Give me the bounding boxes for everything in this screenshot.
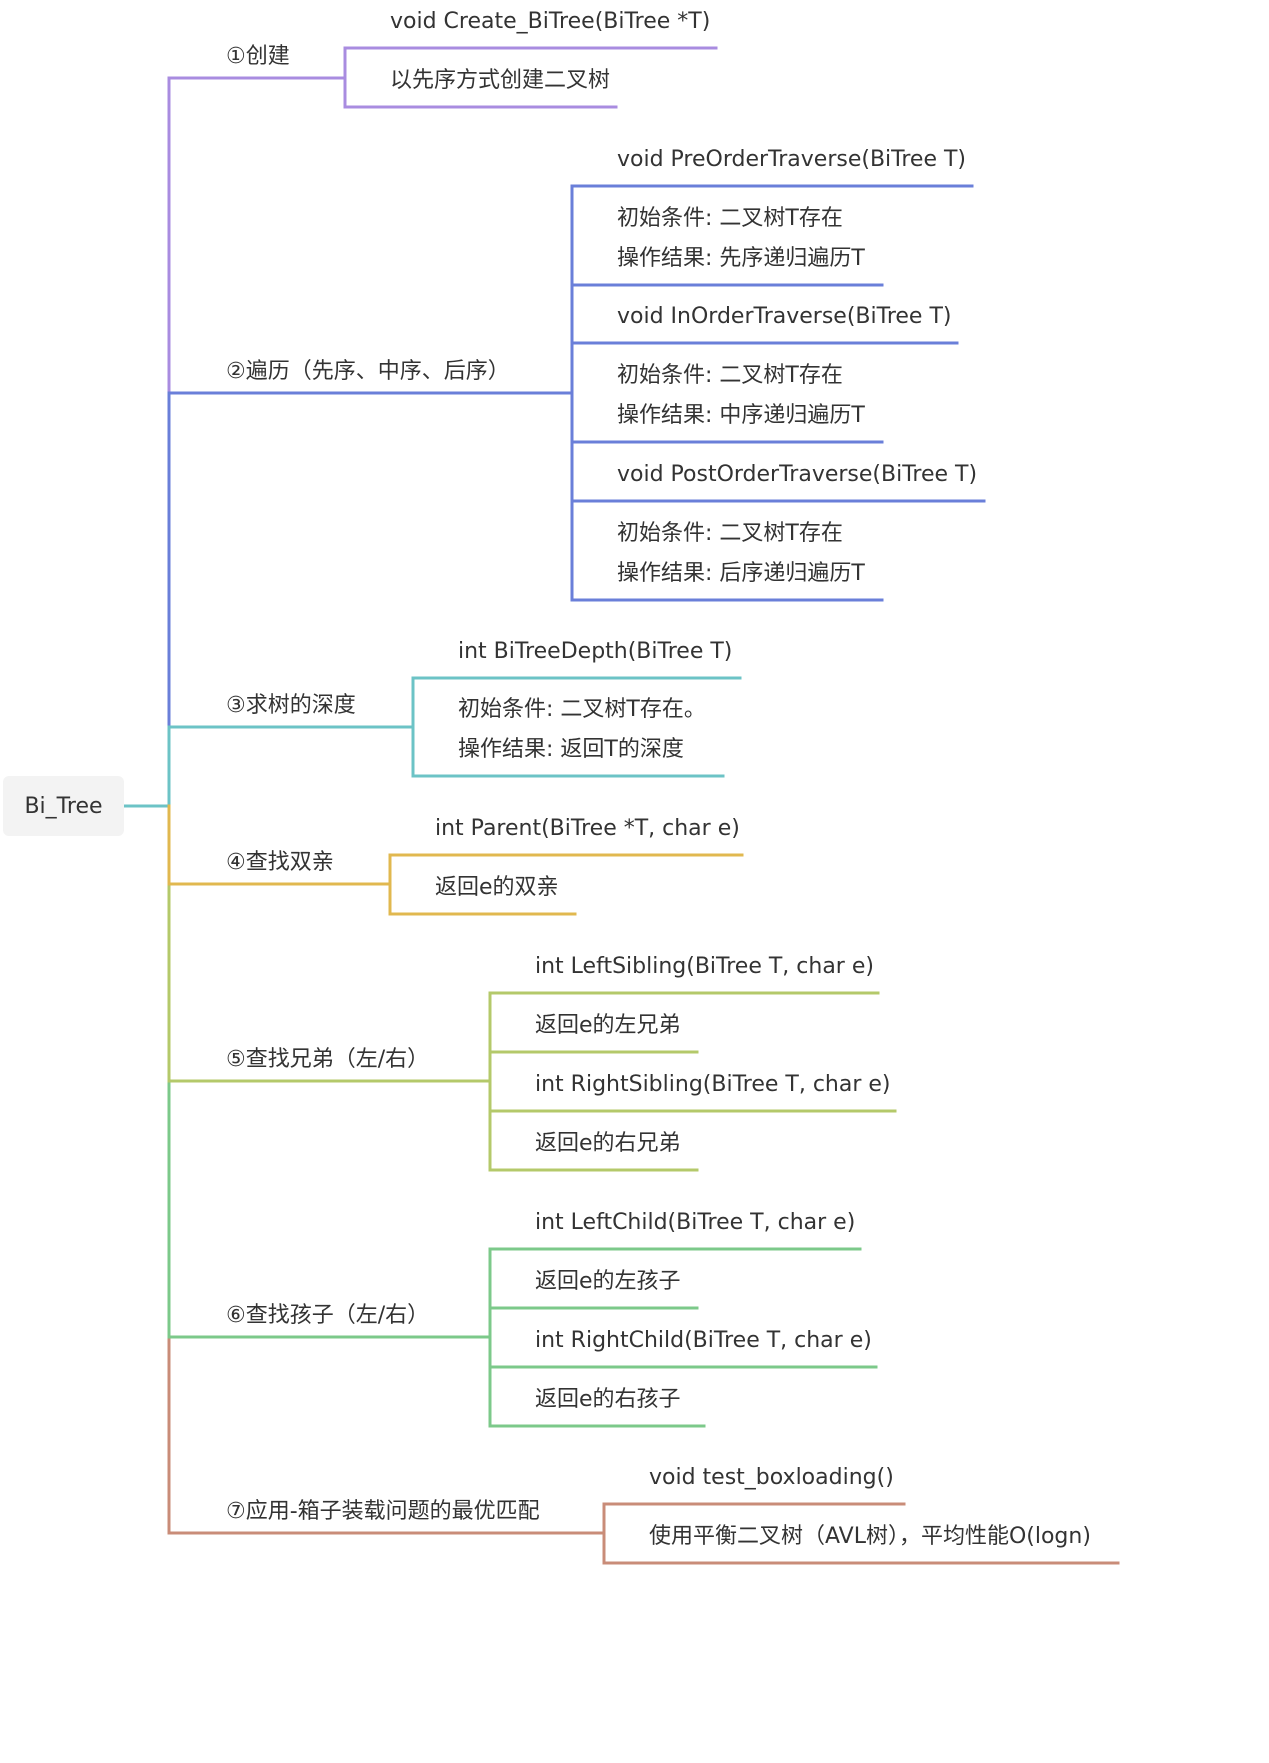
leaf-text: 初始条件: 二叉树T存在 (617, 514, 865, 554)
root-node[interactable]: Bi_Tree (3, 776, 124, 836)
leaf-text: void PostOrderTraverse(BiTree T) (617, 455, 977, 495)
leaf-node[interactable]: 初始条件: 二叉树T存在操作结果: 后序递归遍历T (617, 514, 865, 594)
leaf-node[interactable]: int LeftSibling(BiTree T, char e) (535, 947, 874, 987)
leaf-text: void Create_BiTree(BiTree *T) (390, 2, 710, 42)
leaf-node[interactable]: 初始条件: 二叉树T存在操作结果: 先序递归遍历T (617, 199, 865, 279)
leaf-node[interactable]: int LeftChild(BiTree T, char e) (535, 1203, 855, 1243)
leaf-node[interactable]: void Create_BiTree(BiTree *T) (390, 2, 710, 42)
leaf-text: void PreOrderTraverse(BiTree T) (617, 140, 966, 180)
leaf-node[interactable]: 返回e的右孩子 (535, 1380, 681, 1420)
leaf-text: int LeftChild(BiTree T, char e) (535, 1203, 855, 1243)
leaf-node[interactable]: int RightChild(BiTree T, char e) (535, 1321, 872, 1361)
branch-label[interactable]: ②遍历（先序、中序、后序） (226, 361, 510, 383)
leaf-node[interactable]: void test_boxloading() (649, 1458, 894, 1498)
leaf-text: int BiTreeDepth(BiTree T) (458, 632, 732, 672)
leaf-node[interactable]: int Parent(BiTree *T, char e) (435, 809, 740, 849)
leaf-node[interactable]: void PostOrderTraverse(BiTree T) (617, 455, 977, 495)
leaf-text: 以先序方式创建二叉树 (390, 61, 610, 101)
leaf-node[interactable]: 初始条件: 二叉树T存在。操作结果: 返回T的深度 (458, 690, 706, 770)
leaf-node[interactable]: 返回e的右兄弟 (535, 1124, 681, 1164)
branch-label[interactable]: ③求树的深度 (226, 695, 356, 717)
leaf-text: 返回e的左兄弟 (535, 1006, 681, 1046)
leaf-text: 初始条件: 二叉树T存在。 (458, 690, 706, 730)
leaf-node[interactable]: 返回e的左孩子 (535, 1262, 681, 1302)
leaf-node[interactable]: 初始条件: 二叉树T存在操作结果: 中序递归遍历T (617, 356, 865, 436)
branch-label[interactable]: ④查找双亲 (226, 852, 334, 874)
leaf-node[interactable]: 使用平衡二叉树（AVL树），平均性能O(logn) (649, 1517, 1091, 1557)
leaf-text: 初始条件: 二叉树T存在 (617, 356, 865, 396)
branch-label[interactable]: ⑥查找孩子（左/右） (226, 1305, 429, 1327)
branch-label[interactable]: ⑤查找兄弟（左/右） (226, 1049, 429, 1071)
leaf-text: int Parent(BiTree *T, char e) (435, 809, 740, 849)
leaf-text: 使用平衡二叉树（AVL树），平均性能O(logn) (649, 1517, 1091, 1557)
leaf-node[interactable]: void PreOrderTraverse(BiTree T) (617, 140, 966, 180)
leaf-text: 返回e的左孩子 (535, 1262, 681, 1302)
leaf-text: int RightSibling(BiTree T, char e) (535, 1065, 891, 1105)
leaf-text: 操作结果: 后序递归遍历T (617, 554, 865, 594)
leaf-text: 初始条件: 二叉树T存在 (617, 199, 865, 239)
leaf-text: 返回e的右孩子 (535, 1380, 681, 1420)
leaf-text: 操作结果: 中序递归遍历T (617, 396, 865, 436)
leaf-text: int RightChild(BiTree T, char e) (535, 1321, 872, 1361)
leaf-node[interactable]: 返回e的左兄弟 (535, 1006, 681, 1046)
leaf-text: 操作结果: 返回T的深度 (458, 730, 706, 770)
leaf-text: int LeftSibling(BiTree T, char e) (535, 947, 874, 987)
leaf-text: void test_boxloading() (649, 1458, 894, 1498)
leaf-node[interactable]: 以先序方式创建二叉树 (390, 61, 610, 101)
branch-label[interactable]: ①创建 (226, 46, 290, 68)
root-label: Bi_Tree (24, 794, 102, 819)
leaf-node[interactable]: int BiTreeDepth(BiTree T) (458, 632, 732, 672)
branch-label[interactable]: ⑦应用-箱子装载问题的最优匹配 (226, 1501, 540, 1523)
leaf-text: void InOrderTraverse(BiTree T) (617, 297, 951, 337)
leaf-node[interactable]: int RightSibling(BiTree T, char e) (535, 1065, 891, 1105)
leaf-node[interactable]: void InOrderTraverse(BiTree T) (617, 297, 951, 337)
leaf-text: 返回e的右兄弟 (535, 1124, 681, 1164)
leaf-text: 操作结果: 先序递归遍历T (617, 239, 865, 279)
leaf-text: 返回e的双亲 (435, 868, 559, 908)
leaf-node[interactable]: 返回e的双亲 (435, 868, 559, 908)
